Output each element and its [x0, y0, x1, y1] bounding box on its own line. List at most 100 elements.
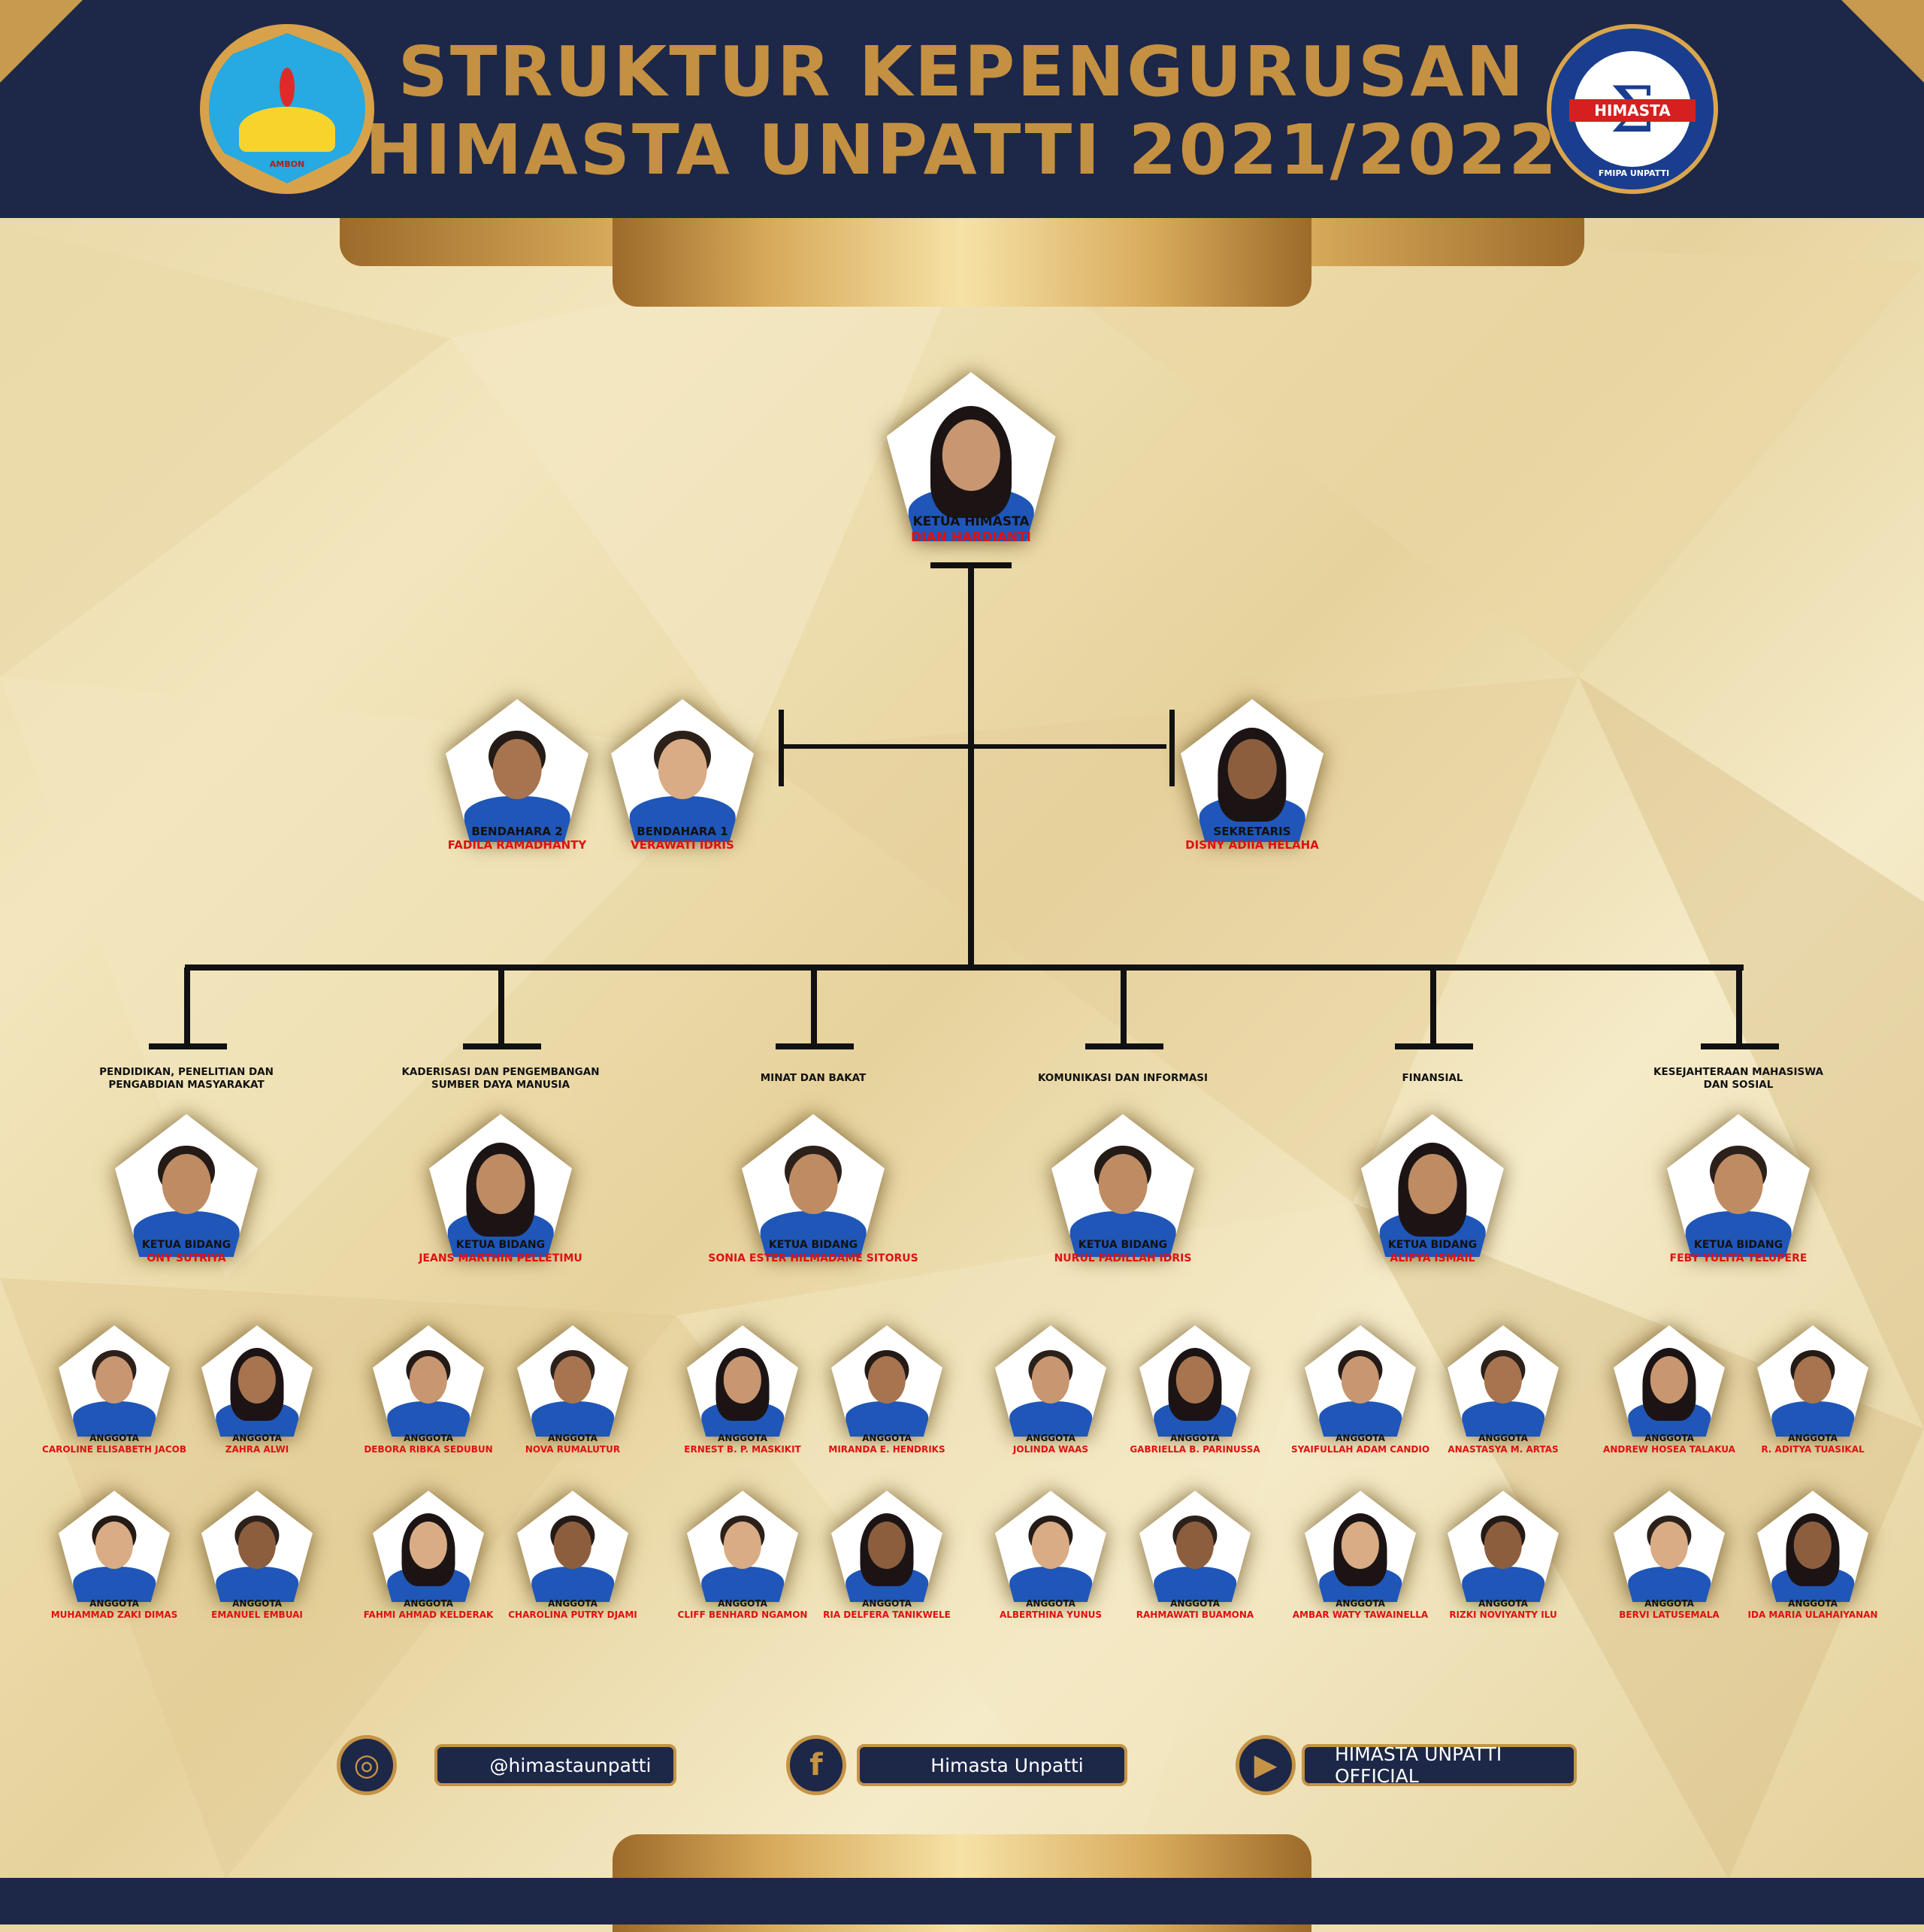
division-title: MINAT DAN BAKAT [760, 1072, 867, 1084]
member-photo [1305, 1491, 1416, 1602]
division-head-name: JEANS MARTHIN PELLETIMU [419, 1252, 582, 1264]
member-name: CLIFF BENHARD NGAMON [677, 1609, 808, 1620]
trunk-line [968, 565, 974, 968]
member-photo [886, 372, 1056, 541]
member-role: ANGGOTA [89, 1433, 139, 1443]
member-photo [1614, 1325, 1725, 1437]
member-photo [831, 1325, 942, 1437]
member-photo [1181, 699, 1324, 842]
division-title: PENDIDIKAN, PENELITIAN DAN [99, 1066, 274, 1078]
division-head-name: ONY SUTRIYA [147, 1252, 226, 1264]
university-logo-text: AMBON [269, 159, 305, 169]
member-photo [1305, 1325, 1416, 1437]
social-link-youtube[interactable]: HIMASTA UNPATTI OFFICIAL [1302, 1743, 1577, 1787]
member-photo [1448, 1325, 1559, 1437]
member-role: ANGGOTA [1788, 1433, 1838, 1443]
division-head-role: KETUA BIDANG [1387, 1239, 1478, 1251]
division-cap [149, 1043, 227, 1049]
division-head-role: KETUA BIDANG [1078, 1239, 1168, 1251]
social-link-facebook[interactable]: Himasta Unpatti [857, 1744, 1127, 1786]
member-photo [1139, 1325, 1251, 1437]
member-name: ERNEST B. P. MASKIKIT [684, 1444, 801, 1455]
member-role: ANGGOTA [1026, 1433, 1075, 1443]
member-photo [201, 1491, 313, 1602]
core-branch-line [782, 744, 1166, 749]
division-title: SUMBER DAYA MANUSIA [431, 1079, 570, 1091]
header-corner-right [1841, 0, 1924, 83]
core-role: BENDAHARA 2 [471, 825, 563, 838]
member-role: ANGGOTA [404, 1598, 453, 1609]
member-role: ANGGOTA [862, 1433, 912, 1443]
core-name: VERAWATI IDRIS [631, 838, 734, 852]
division-cap [1395, 1043, 1473, 1049]
core-name: DISNY ADIIA HELAHA [1185, 838, 1319, 852]
member-role: ANGGOTA [1788, 1598, 1838, 1609]
division-drop-line [1430, 968, 1436, 1046]
member-photo [115, 1114, 258, 1257]
division-head-name: FEBY YULITA TELUPERE [1669, 1252, 1808, 1264]
member-name: FAHMI AHMAD KELDERAK [363, 1609, 494, 1620]
division-drop-line [1736, 968, 1742, 1046]
member-photo [1667, 1114, 1810, 1257]
member-photo [1051, 1114, 1194, 1257]
division-title: KADERISASI DAN PENGEMBANGAN [401, 1066, 600, 1078]
member-role: ANGGOTA [1170, 1598, 1220, 1609]
member-role: ANGGOTA [718, 1598, 767, 1609]
division-head-role: KETUA BIDANG [141, 1239, 231, 1251]
member-name: RIZKI NOVIYANTY ILU [1449, 1609, 1557, 1620]
member-photo [742, 1114, 885, 1257]
member-photo [687, 1491, 798, 1602]
division-title: KESEJAHTERAAN MAHASISWA [1653, 1066, 1823, 1078]
member-photo [995, 1491, 1106, 1602]
division-head-role: KETUA BIDANG [768, 1239, 858, 1251]
member-name: RIA DELFERA TANIKWELE [823, 1609, 951, 1620]
member-photo [1614, 1491, 1725, 1602]
core-role: SEKRETARIS [1213, 825, 1291, 838]
member-role: ANGGOTA [718, 1433, 767, 1443]
member-photo [201, 1325, 313, 1437]
core-right-cap [1169, 710, 1175, 786]
member-name: NOVA RUMALUTUR [525, 1444, 621, 1455]
member-photo [1757, 1325, 1868, 1437]
member-photo [1139, 1491, 1251, 1602]
member-name: ALBERTHINA YUNUS [999, 1609, 1103, 1620]
member-role: ANGGOTA [232, 1598, 282, 1609]
member-name: IDA MARIA ULAHAIYANAN [1747, 1609, 1878, 1620]
himasta-logo-text: HIMASTA [1569, 99, 1696, 122]
division-title: PENGABDIAN MASYARAKAT [108, 1079, 265, 1091]
member-name: ZAHRA ALWI [225, 1444, 289, 1455]
member-role: ANGGOTA [1478, 1598, 1528, 1609]
division-cap [1085, 1043, 1163, 1049]
page-title-line2: HIMASTA UNPATTI 2021/2022 [365, 110, 1559, 190]
member-role: ANGGOTA [1478, 1433, 1528, 1443]
member-photo [59, 1325, 170, 1437]
division-title: FINANSIAL [1402, 1072, 1463, 1084]
social-link-instagram[interactable]: @himastaunpatti [434, 1744, 676, 1786]
core-left-cap [779, 710, 784, 786]
member-photo [687, 1325, 798, 1437]
member-role: ANGGOTA [862, 1598, 912, 1609]
member-name: JOLINDA WAAS [1012, 1444, 1089, 1455]
member-role: ANGGOTA [548, 1598, 597, 1609]
division-head-role: KETUA BIDANG [455, 1239, 546, 1251]
member-role: ANGGOTA [232, 1433, 282, 1443]
division-title: DAN SOSIAL [1703, 1079, 1774, 1091]
member-photo [1757, 1491, 1868, 1602]
member-role: ANGGOTA [1026, 1598, 1075, 1609]
facebook-icon: f [786, 1735, 846, 1795]
member-name: SYAIFULLAH ADAM CANDIO [1290, 1444, 1430, 1455]
member-name: DEBORA RIBKA SEDUBUN [364, 1444, 493, 1455]
member-name: ANASTASYA M. ARTAS [1448, 1444, 1559, 1455]
member-photo [1448, 1491, 1559, 1602]
core-name: FADILA RAMADHANTY [447, 838, 587, 852]
himasta-logo-subtext: FMIPA UNPATTI [1598, 168, 1670, 178]
footer-bar [0, 1878, 1924, 1924]
youtube-icon: ▶ [1236, 1735, 1296, 1795]
division-drop-line [498, 968, 504, 1046]
member-role: ANGGOTA [1644, 1598, 1694, 1609]
member-photo [373, 1491, 484, 1602]
page-title-line1: STRUKTUR KEPENGURUSAN [398, 32, 1526, 112]
member-photo [517, 1491, 628, 1602]
member-name: CAROLINE ELISABETH JACOB [42, 1444, 186, 1455]
division-cap [776, 1043, 854, 1049]
